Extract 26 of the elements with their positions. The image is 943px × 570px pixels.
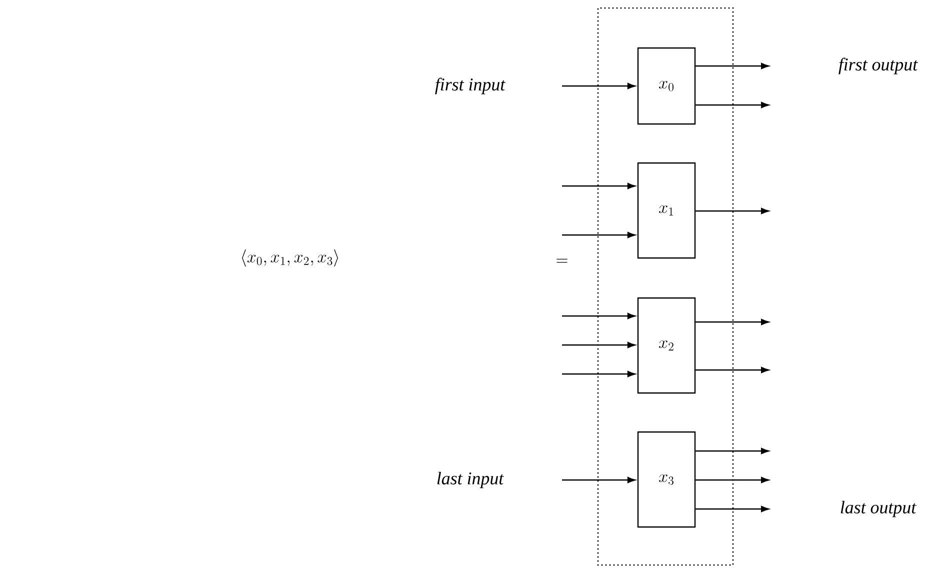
process-box: $x_0$ [637,47,696,125]
process-box: $x_3$ [637,431,696,528]
arrow [562,232,636,238]
output-label: first output [838,58,918,74]
process-box: $x_2$ [637,297,696,394]
arrow [562,476,636,484]
arrow [696,62,769,70]
arrow [562,182,636,190]
input-label: last input [437,472,504,488]
arrow [696,448,769,454]
arrow [696,102,769,108]
arrow [696,366,769,374]
formula: $\langle x_0, x_1, x_2, x_3 \rangle$ [242,249,338,267]
arrow [562,370,636,378]
input-label: first input [435,78,506,94]
arrow [562,342,636,348]
arrow [696,506,769,512]
arrow [562,312,636,320]
arrow [696,208,769,214]
arrow [696,476,769,484]
output-label: last output [840,500,916,518]
equals-sign: $=$ [556,258,568,263]
process-box: $x_1$ [637,162,696,259]
arrow [696,318,769,326]
arrow [562,82,636,90]
dotted-frame [597,7,734,566]
